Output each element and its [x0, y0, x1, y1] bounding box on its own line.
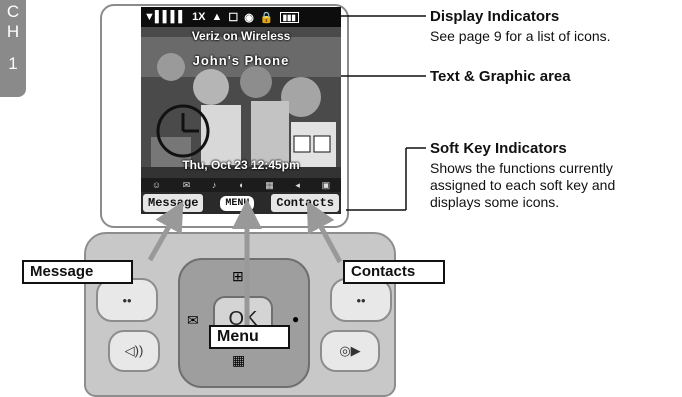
network-type: 1X	[192, 11, 206, 23]
signal-icon: ▼▌▌▌▌	[144, 11, 187, 23]
annotation-text-graphic-title: Text & Graphic area	[430, 68, 571, 85]
carrier-name: Veriz on Wireless	[191, 29, 291, 43]
voicemail-icon	[293, 135, 331, 153]
wallpaper-image	[141, 27, 341, 187]
chapter-tab: C H 1	[0, 0, 26, 97]
annotation-softkey-desc-1: Shows the functions currently	[430, 160, 613, 176]
contacts-icon: ☺	[151, 180, 162, 190]
roaming-icon: ▲	[211, 11, 223, 23]
annotation-softkey-title: Soft Key Indicators	[430, 140, 567, 157]
battery-icon: ▮▮▮	[279, 11, 299, 23]
speaker-icon: ◁))	[124, 343, 144, 358]
navigation-key[interactable]	[178, 258, 310, 388]
indicator-icon-row: ☺ ✉ ♪ ◖ ▦ ◂ ▣	[141, 178, 341, 192]
voice-icon: ●	[292, 312, 300, 326]
label-menu: Menu	[209, 325, 290, 349]
left-soft-key[interactable]: ••	[96, 278, 158, 322]
chapter-letter-c: C	[6, 2, 20, 21]
browser-icon: ⊞	[232, 268, 244, 284]
chapter-number: 1	[8, 54, 18, 73]
camera-icon: ▣	[321, 179, 331, 190]
banner-text: John's Phone	[192, 53, 290, 68]
annotation-softkey-desc-2: assigned to each soft key and	[430, 177, 616, 193]
vibrate-icon: ◉	[244, 11, 254, 24]
label-contacts: Contacts	[343, 260, 445, 284]
annotation-softkey-desc-3: displays some icons.	[430, 194, 560, 210]
calendar-icon: ▦	[232, 352, 246, 368]
voice-icon: ♪	[211, 180, 217, 190]
annotation-display-title: Display Indicators	[430, 8, 560, 25]
camera-icon: ◎▶	[339, 343, 361, 358]
speakerphone-key[interactable]: ◁))	[108, 330, 160, 372]
phone-icon: ☐	[228, 11, 239, 24]
messaging-icon: ✉	[187, 312, 199, 328]
speaker-icon: ◖	[238, 180, 244, 190]
annotation-display-desc: See page 9 for a list of icons.	[430, 28, 611, 44]
calendar-icon: ▦	[265, 179, 274, 190]
mute-icon: ◂	[295, 179, 300, 190]
envelope-icon: ✉	[182, 179, 191, 190]
date-time: Thu, Oct 23 12:45pm	[182, 158, 300, 172]
chapter-letter-h: H	[6, 22, 20, 41]
status-bar: ▼▌▌▌▌ 1X ▲ ☐ ◉ 🔒 ▮▮▮	[141, 7, 341, 27]
camera-key[interactable]: ◎▶	[320, 330, 380, 372]
analog-clock-icon	[156, 104, 210, 158]
lock-icon: 🔒	[259, 11, 274, 24]
label-message: Message	[22, 260, 133, 284]
